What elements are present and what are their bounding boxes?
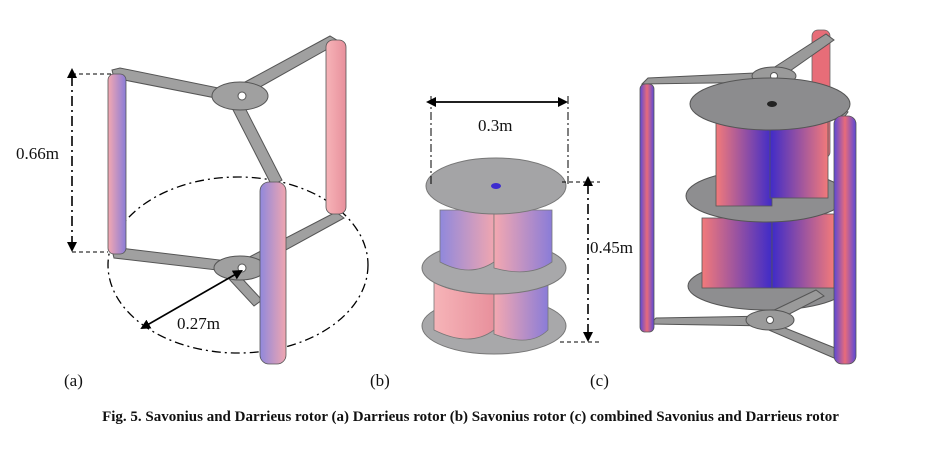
panel-c-combined-rotor: (c) <box>590 29 857 390</box>
sweep-circle <box>107 176 369 354</box>
panel-a-darrieus-rotor: 0.66m 0.27m (a) <box>16 35 369 390</box>
combined-bottom-arms <box>648 289 841 359</box>
panel-b-savonius-rotor: 0.3m 0.45m (b) <box>370 96 633 390</box>
label-height-a: 0.66m <box>16 144 59 163</box>
panel-label-c: (c) <box>590 371 609 390</box>
combined-lower-bucket-right <box>771 213 835 289</box>
darrieus-blade-front <box>259 181 287 365</box>
combined-blade-left <box>639 83 655 333</box>
darrieus-blade-left <box>107 73 127 255</box>
panel-label-a: (a) <box>64 371 83 390</box>
radius-dimension-a: 0.27m <box>140 270 243 333</box>
combined-blade-right <box>833 115 857 365</box>
combined-lower-bucket-left <box>701 217 773 289</box>
height-dimension-b: 0.45m <box>560 176 633 343</box>
savonius-upper-bucket-right <box>493 209 553 273</box>
label-width-b: 0.3m <box>478 116 512 135</box>
savonius-shaft-hole <box>491 183 501 189</box>
height-dimension-a: 0.66m <box>16 68 112 253</box>
bottom-arms <box>111 211 345 307</box>
figure-caption: Fig. 5. Savonius and Darrieus rotor (a) … <box>102 409 839 425</box>
savonius-upper-bucket-left <box>439 209 495 271</box>
darrieus-blade-back <box>325 39 347 215</box>
top-arms <box>111 35 341 187</box>
label-radius-a: 0.27m <box>177 314 220 333</box>
width-dimension-b: 0.3m <box>426 96 569 186</box>
panel-label-b: (b) <box>370 371 390 390</box>
label-height-b: 0.45m <box>590 238 633 257</box>
combined-shaft-hole <box>767 101 777 107</box>
